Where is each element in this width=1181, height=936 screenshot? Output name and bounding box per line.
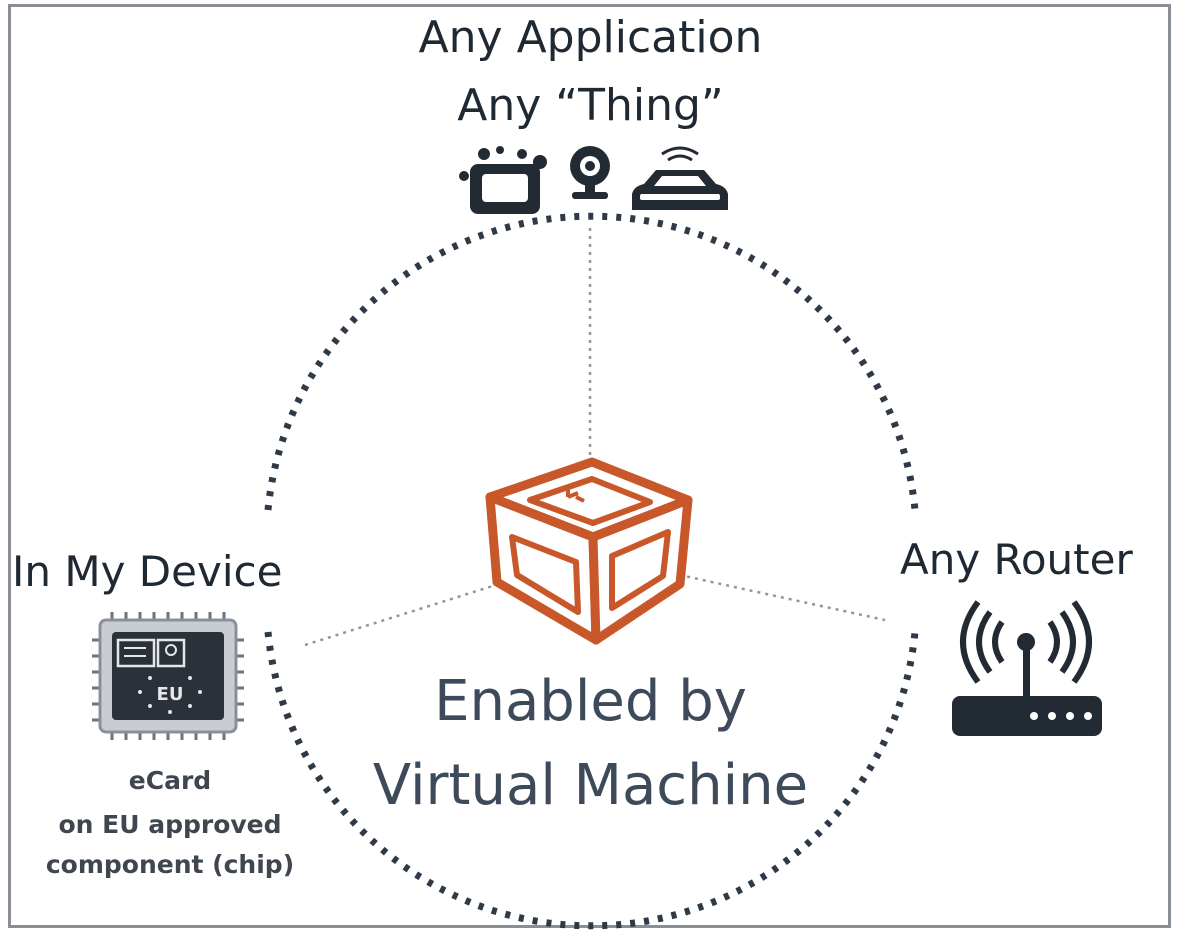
wifi-router-icon: [952, 600, 1102, 736]
chip-caption-line1: eCard: [128, 766, 212, 795]
device-title: In My Device: [12, 547, 283, 596]
webcam-icon: [570, 146, 610, 199]
router-title: Any Router: [900, 535, 1133, 584]
connected-car-icon: [632, 146, 728, 210]
chip-icon: EU: [92, 612, 244, 740]
ring-arc-top: [264, 212, 919, 511]
spoke-left: [304, 566, 551, 647]
center-text-line1: Enabled by: [434, 669, 747, 734]
top-title-line2: Any “Thing”: [457, 80, 724, 131]
chip-eu-label: EU: [157, 684, 184, 705]
virtual-machine-cube-icon: [485, 457, 693, 645]
chip-caption-line3: component (chip): [45, 850, 295, 879]
center-text-line2: Virtual Machine: [372, 753, 809, 818]
top-title-line1: Any Application: [418, 12, 763, 63]
chip-caption-line2: on EU approved: [58, 810, 282, 839]
spoke-right: [647, 566, 886, 622]
ring-arc-bottom: [264, 631, 919, 930]
washing-machine-icon: [459, 146, 547, 214]
